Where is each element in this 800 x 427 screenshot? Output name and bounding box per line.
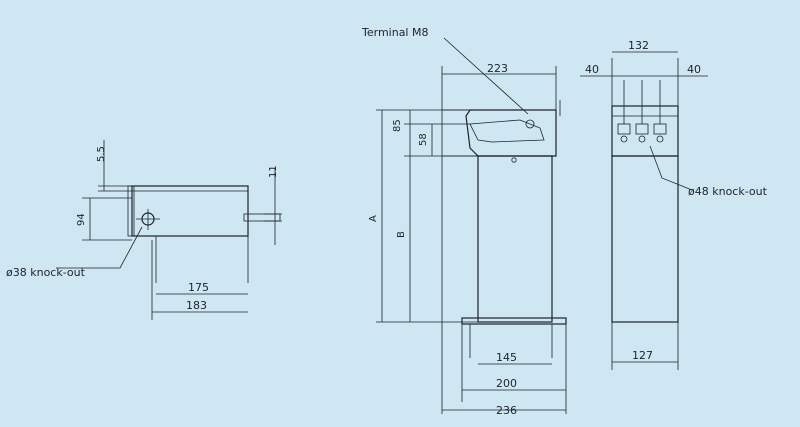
dim-40-right: 40 <box>687 63 701 76</box>
dim-175: 175 <box>188 281 209 294</box>
top-view <box>56 140 282 320</box>
dim-183: 183 <box>186 299 207 312</box>
front-view-base <box>461 317 567 325</box>
side-view-cover <box>611 105 679 157</box>
dim-58: 58 <box>418 133 429 146</box>
front-view-cover <box>465 109 557 157</box>
dim-A: A <box>368 215 379 222</box>
side-view-body <box>611 155 679 323</box>
dim-B: B <box>396 231 407 238</box>
dim-85: 85 <box>392 119 403 132</box>
dim-200: 200 <box>496 377 517 390</box>
terminal-label: Terminal M8 <box>361 26 428 39</box>
knockout-48-label: ø48 knock-out <box>688 185 768 198</box>
dim-223: 223 <box>487 62 508 75</box>
dim-127: 127 <box>632 349 653 362</box>
dim-132: 132 <box>628 39 649 52</box>
dim-94: 94 <box>76 213 87 226</box>
knockout-38-label: ø38 knock-out <box>6 266 86 279</box>
top-view-body <box>131 185 249 237</box>
dim-145: 145 <box>496 351 517 364</box>
terminal-shape <box>469 119 545 143</box>
side-view <box>580 51 708 370</box>
dim-11: 11 <box>268 165 279 178</box>
front-view-body <box>477 155 553 323</box>
dim-236: 236 <box>496 404 517 417</box>
dim-5-5: 5.5 <box>96 146 107 162</box>
front-view <box>376 37 567 414</box>
dim-40-left: 40 <box>585 63 599 76</box>
